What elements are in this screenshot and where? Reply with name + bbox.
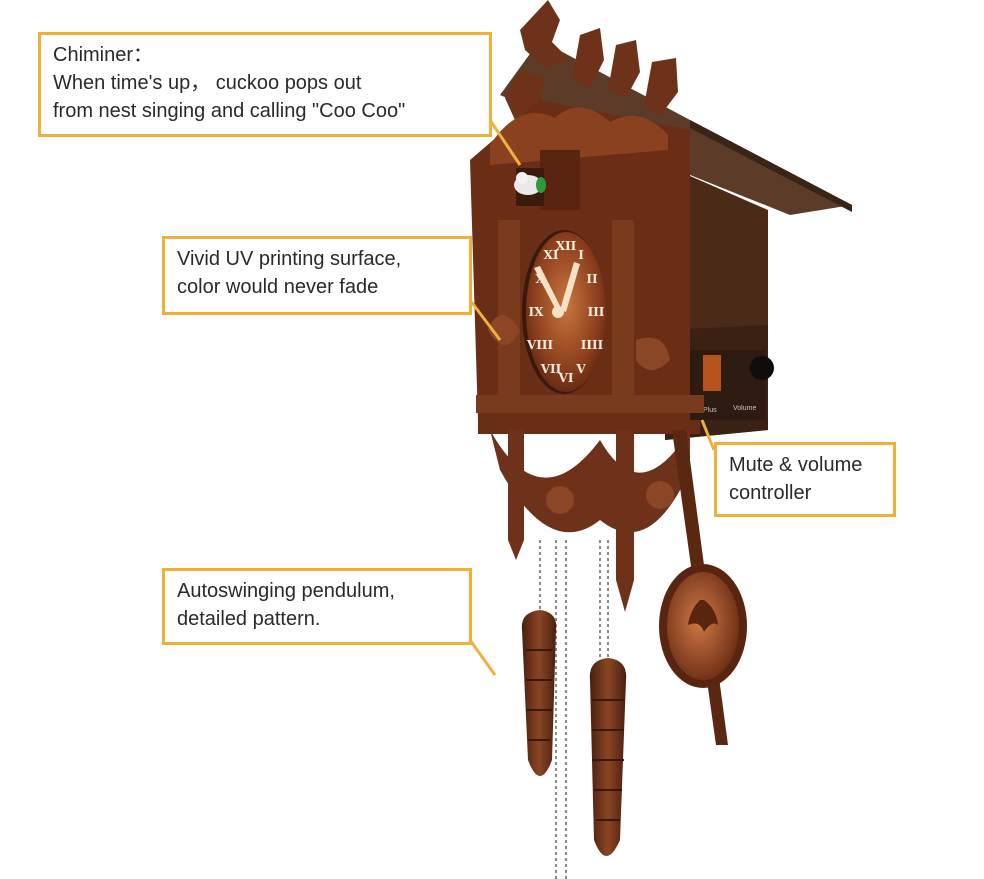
cuckoo-bird — [514, 172, 546, 195]
minute-hand — [560, 262, 580, 312]
callout-mute-line-2: controller — [729, 482, 812, 504]
callout-uv-line-2: color would never fade — [177, 276, 379, 298]
callout-chiminer-line-3: from nest singing and calling "Coo Coo" — [53, 100, 406, 122]
callout-pendulum-line-1: Autoswinging pendulum, — [177, 580, 395, 602]
callout-uv-line-1: Vivid UV printing surface, — [177, 248, 402, 270]
callout-mute-line-1: Mute & volume — [729, 454, 863, 476]
panel-label-volume: Volume — [733, 405, 756, 412]
volume-knob — [750, 356, 774, 380]
leader-pendulum — [468, 639, 497, 676]
callout-leaders — [468, 119, 716, 676]
dial-numeral: III — [588, 305, 605, 319]
chains — [539, 540, 609, 879]
leader-uv — [468, 299, 502, 341]
pinecone-weight-right — [589, 658, 627, 856]
callout-pendulum: Autoswinging pendulum, detailed pattern. — [162, 568, 472, 645]
callout-mute-volume: Mute & volume controller — [714, 442, 896, 517]
leader-chiminer — [488, 119, 522, 166]
plus-switch — [703, 355, 721, 391]
dial-numeral: XI — [544, 248, 559, 262]
dial-numeral: IIII — [581, 338, 604, 352]
clock-dial: XIIIIIIIIIIIIVVIVIIVIIIIXXXI — [522, 230, 606, 394]
dial-numeral: IX — [529, 305, 545, 319]
dial-numeral: VII — [540, 362, 562, 376]
callout-chiminer-title: Chiminer： — [53, 44, 154, 66]
base-crossbar — [476, 395, 704, 434]
callout-chiminer-line-2: When time's up， cuckoo pops out — [53, 72, 362, 94]
dial-numeral: II — [586, 272, 598, 286]
dial-numeral: I — [578, 248, 584, 262]
pinecone-weight-left — [521, 610, 557, 776]
panel-label-plus: Plus — [703, 407, 717, 414]
callout-chiminer: Chiminer： When time's up， cuckoo pops ou… — [38, 32, 492, 137]
dial-numeral: V — [575, 362, 586, 376]
callout-pendulum-line-2: detailed pattern. — [177, 608, 321, 630]
dial-numeral: VI — [558, 371, 574, 385]
callout-uv-printing: Vivid UV printing surface, color would n… — [162, 236, 472, 315]
leader-mute — [700, 419, 716, 451]
dial-numeral: VIII — [526, 338, 554, 352]
dial-numeral: XII — [556, 239, 577, 253]
leaf-carving — [688, 600, 718, 632]
lower-fretwork — [490, 430, 690, 612]
hour-hand — [534, 266, 560, 310]
pendulum — [659, 430, 747, 745]
carved-pillars — [488, 220, 670, 410]
